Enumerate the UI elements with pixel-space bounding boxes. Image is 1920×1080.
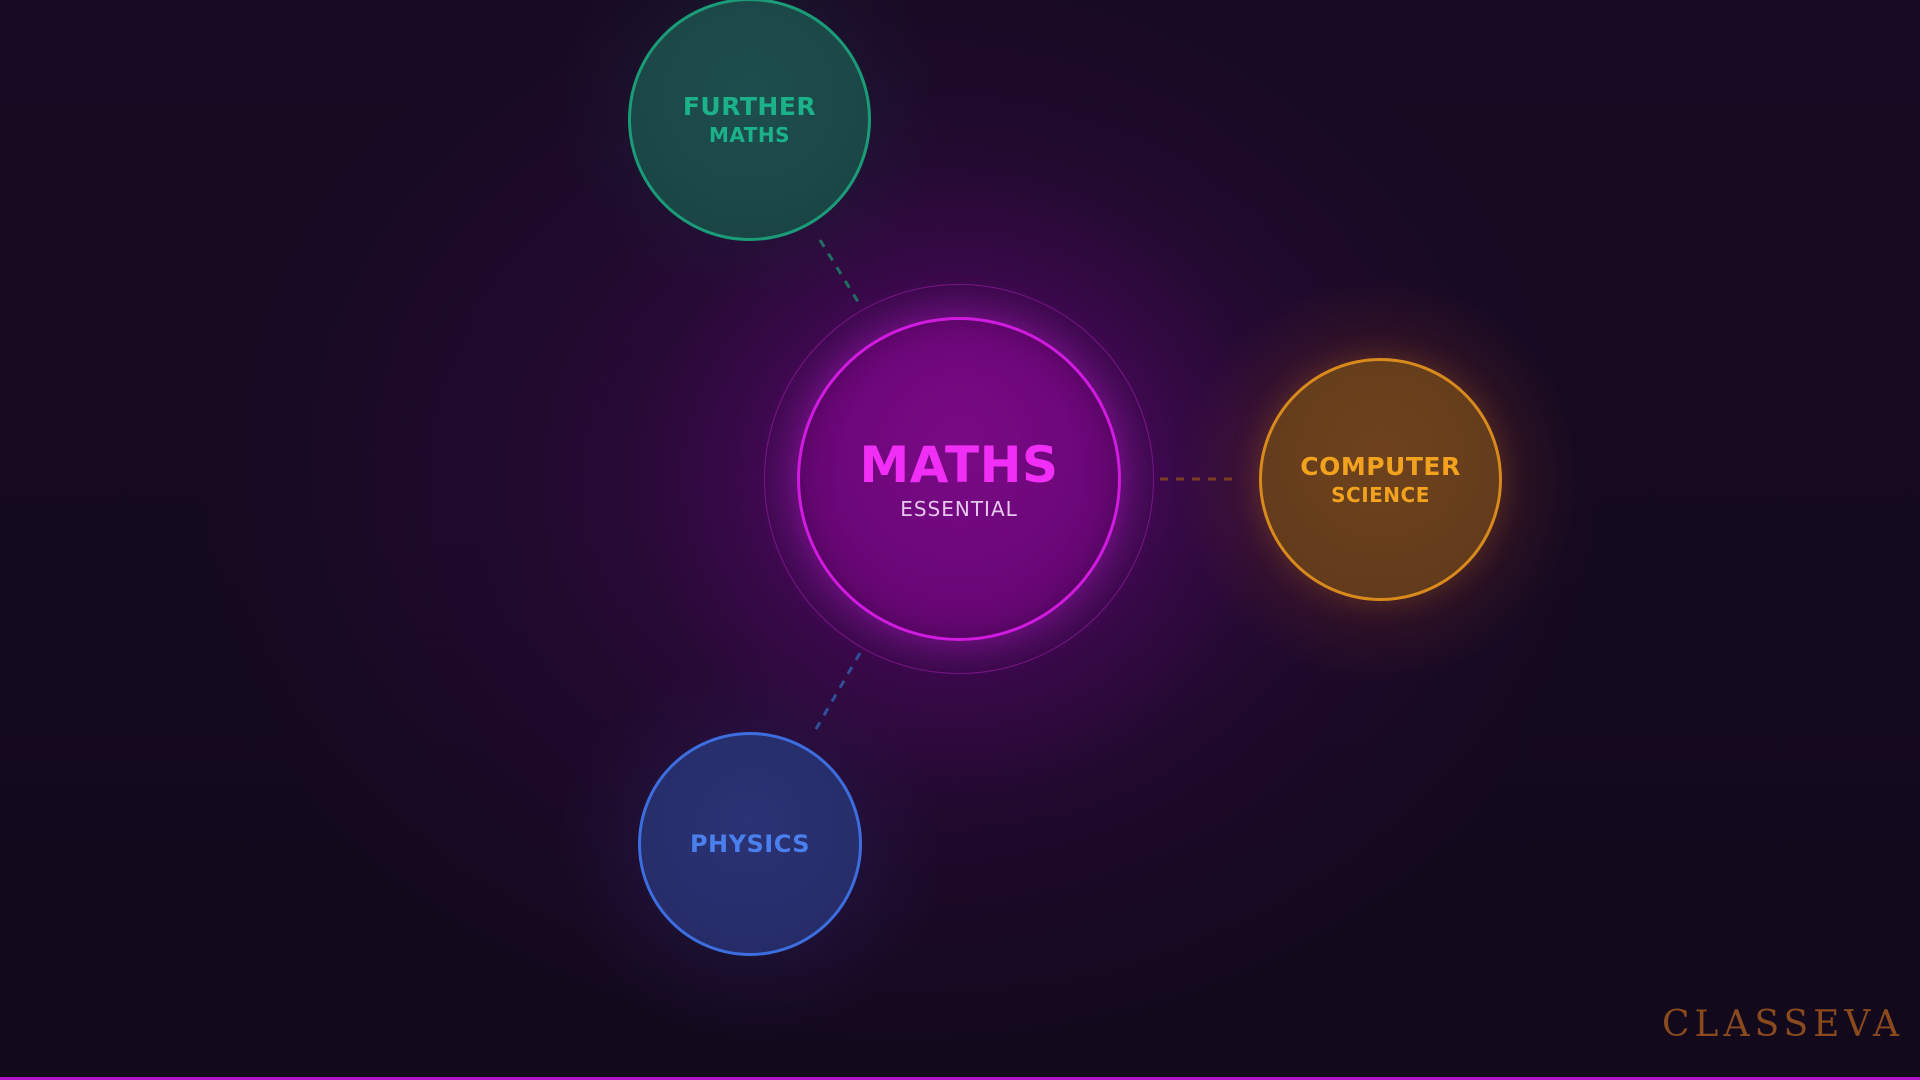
node-computer-science[interactable]: COMPUTER SCIENCE: [1259, 358, 1502, 601]
node-computer-science-line2: SCIENCE: [1331, 482, 1430, 507]
classeva-logo: CLASSEVA: [1662, 1004, 1904, 1045]
node-further-maths-line2: MATHS: [708, 122, 791, 147]
node-maths-subtitle: ESSENTIAL: [900, 497, 1018, 521]
bottom-accent-bar: [0, 1077, 1920, 1080]
connector-further-maths: [818, 239, 862, 306]
node-computer-science-line1: COMPUTER: [1300, 451, 1461, 481]
node-physics[interactable]: PHYSICS: [638, 732, 862, 956]
node-further-maths-line1: FURTHER: [682, 91, 817, 121]
node-physics-label: PHYSICS: [689, 830, 811, 858]
node-maths-title: MATHS: [859, 436, 1059, 494]
center-halo-ring: [764, 284, 1154, 674]
node-further-maths[interactable]: FURTHER MATHS: [628, 0, 871, 241]
node-maths-essential[interactable]: MATHS ESSENTIAL: [797, 317, 1121, 641]
connector-physics: [810, 652, 862, 737]
